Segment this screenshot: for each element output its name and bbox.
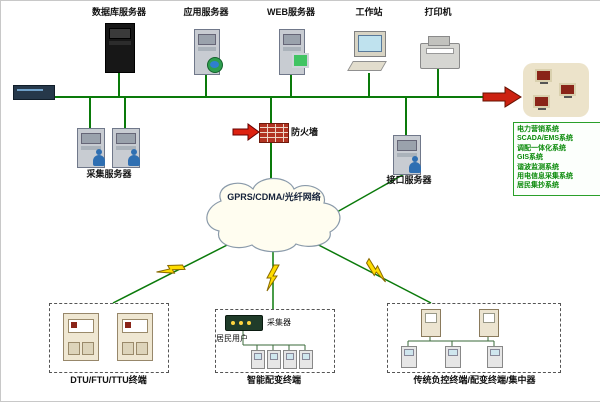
- person-icon: [93, 149, 105, 166]
- label-collector: 采集器: [267, 318, 291, 327]
- meter-small-icon: [251, 350, 265, 369]
- label-app-server: 应用服务器: [183, 7, 229, 17]
- meter-small-icon: [267, 350, 281, 369]
- label-web-server: WEB服务器: [267, 7, 315, 17]
- collector-icon: [225, 315, 263, 331]
- workstation-screen: [358, 35, 382, 52]
- database-server-icon: [105, 23, 135, 73]
- person-icon: [409, 156, 421, 173]
- meter-cabinet-icon: [63, 313, 99, 361]
- system-item: 用电信息采集系统: [517, 173, 573, 181]
- meter-cabinet-icon: [117, 313, 153, 361]
- label-workstation: 工作站: [355, 7, 383, 17]
- client-pc-icon: [559, 83, 577, 99]
- lightning-bolt-icon: [156, 257, 386, 292]
- system-item: GIS系统: [517, 154, 544, 162]
- firewall-icon: [259, 123, 289, 143]
- client-pc-icon: [533, 95, 551, 111]
- meter-small-icon: [283, 350, 297, 369]
- group-box-dtu: [49, 303, 169, 373]
- label-firewall: 防火墙: [291, 127, 319, 137]
- meter-small-icon: [487, 346, 503, 368]
- client-pc-icon: [535, 69, 553, 85]
- web-server-icon: [279, 29, 305, 75]
- label-collection-server: 采集服务器: [86, 169, 132, 179]
- meter-medium-icon: [421, 309, 441, 337]
- systems-panel: 电力营销系统 SCADA/EMS系统 调配一体化系统 GIS系统 谐波监测系统 …: [513, 122, 600, 196]
- red-arrow-icon: [482, 86, 522, 108]
- workstation-icon: [354, 31, 386, 57]
- group-box-smart: [215, 309, 335, 373]
- label-traditional-terminal: 传统负控终端/配变终端/集中器: [413, 375, 536, 385]
- system-item: SCADA/EMS系统: [517, 135, 574, 143]
- system-item: 电力营销系统: [517, 126, 559, 133]
- firewall-arrow-icon: [232, 123, 260, 141]
- system-item: 居民集抄系统: [517, 182, 559, 190]
- label-database-server: 数据库服务器: [91, 7, 146, 17]
- person-icon: [128, 149, 140, 166]
- printer-icon: [420, 36, 460, 69]
- system-item: 调配一体化系统: [517, 144, 566, 152]
- label-smart-terminal: 智能配变终端: [246, 375, 301, 385]
- cloud-label: GPRS/CDMA/光纤网络: [227, 192, 321, 202]
- meter-small-icon: [401, 346, 417, 368]
- label-printer: 打印机: [424, 7, 452, 17]
- label-interface-server: 接口服务器: [386, 175, 432, 185]
- client-cluster-background: [523, 63, 589, 117]
- meter-medium-icon: [479, 309, 499, 337]
- web-screen-icon: [292, 53, 309, 68]
- cloud-shape: [206, 177, 341, 253]
- globe-icon: [207, 57, 223, 73]
- system-item: 谐波监测系统: [517, 163, 559, 171]
- group-box-traditional: [387, 303, 561, 373]
- meter-small-icon: [299, 350, 313, 369]
- router-icon: [13, 85, 55, 100]
- keyboard-icon: [347, 61, 387, 71]
- label-resident-user: 居民用户: [216, 334, 248, 343]
- label-dtu-terminal: DTU/FTU/TTU终端: [70, 375, 147, 385]
- meter-small-icon: [445, 346, 461, 368]
